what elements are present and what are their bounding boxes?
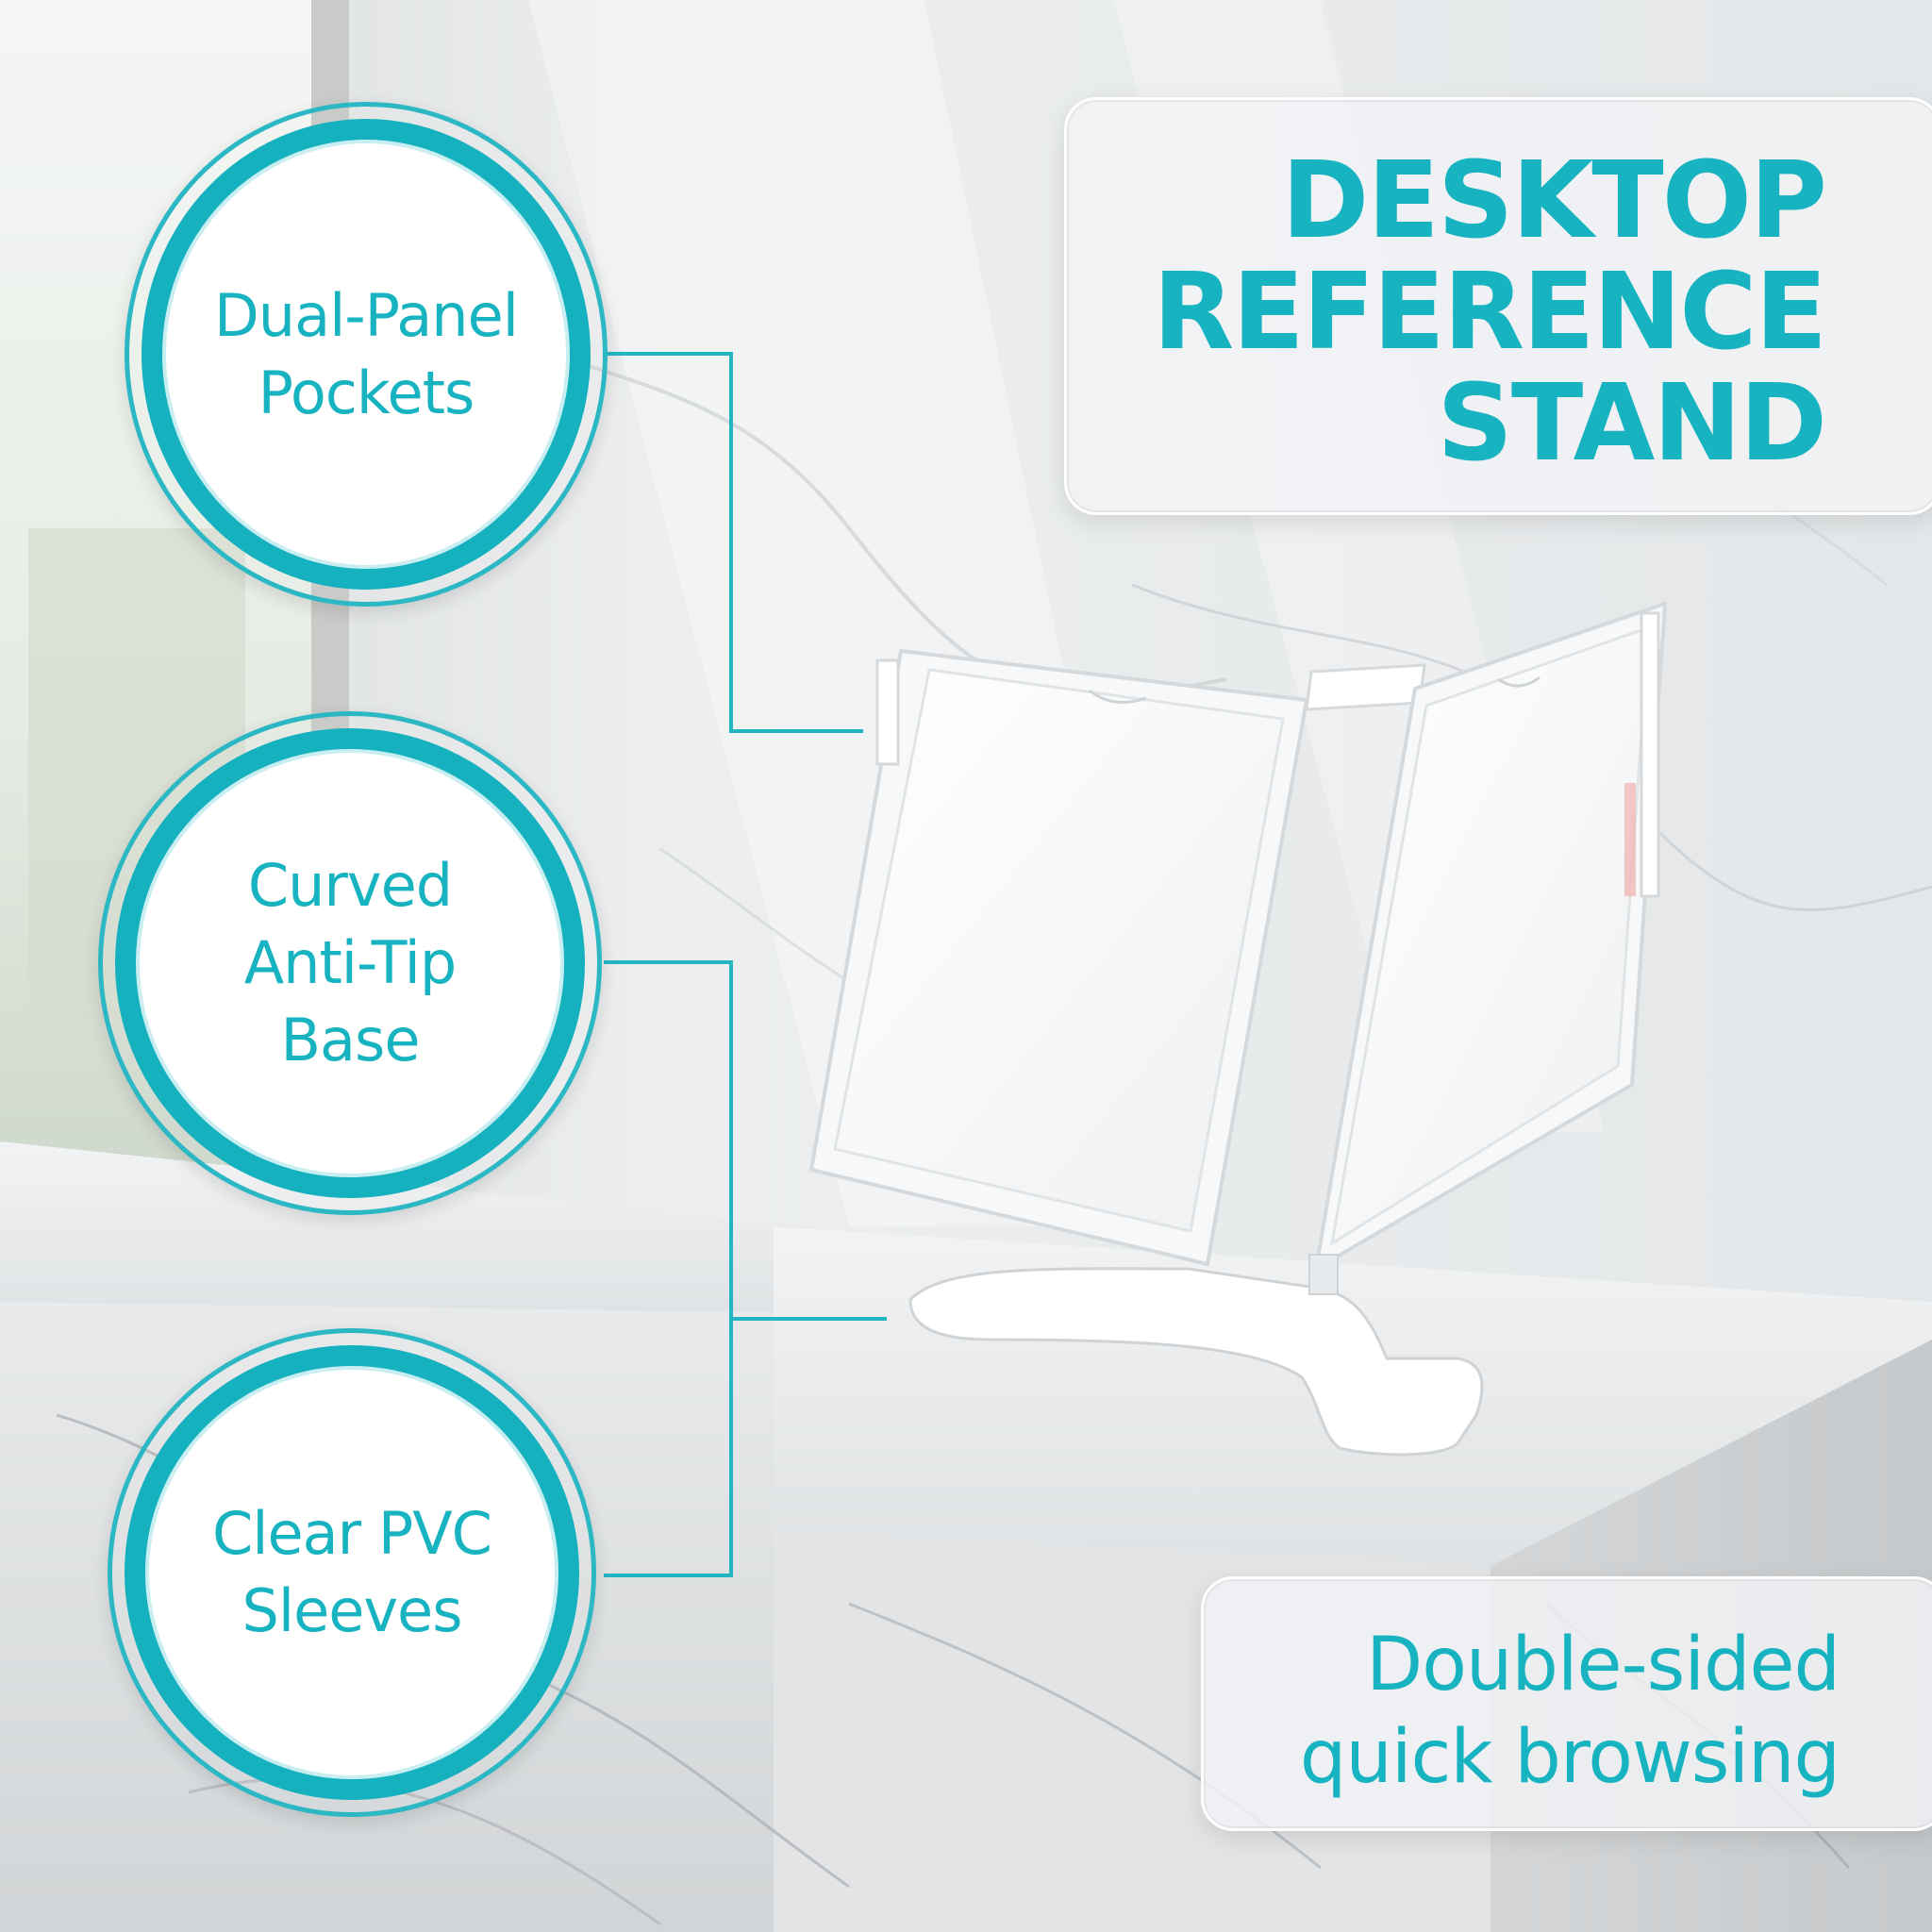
headline-line: REFERENCE (1153, 251, 1827, 374)
tagline: Double-sided quick browsing (1300, 1619, 1840, 1804)
headline-panel: DESKTOP REFERENCE STAND (1064, 97, 1932, 515)
page-title: DESKTOP REFERENCE STAND (1153, 140, 1827, 485)
feature-label-line: Sleeves (242, 1576, 462, 1645)
headline-line: DESKTOP (1281, 140, 1827, 262)
feature-label: Dual-Panel Pockets (177, 277, 554, 432)
feature-curved-anti-tip-base: Curved Anti-Tip Base (98, 711, 602, 1215)
feature-ring-outer (98, 711, 602, 1215)
feature-label-line: Dual-Panel (214, 280, 519, 350)
feature-label-line: Pockets (258, 358, 475, 427)
tagline-panel: Double-sided quick browsing (1201, 1576, 1932, 1831)
tagline-line: Double-sided (1366, 1623, 1840, 1707)
feature-label-line: Base (280, 1006, 421, 1074)
connector-lines (604, 352, 887, 1577)
reference-stand-product (808, 601, 1668, 1457)
feature-label-line: Anti-Tip (243, 928, 457, 997)
feature-ring-outer (125, 102, 608, 607)
feature-label-line: Clear PVC (212, 1499, 492, 1568)
tagline-line: quick browsing (1299, 1715, 1840, 1800)
feature-clear-pvc-sleeves: Clear PVC Sleeves (108, 1328, 596, 1817)
feature-label: Curved Anti-Tip Base (154, 847, 547, 1079)
feature-label: Clear PVC Sleeves (161, 1495, 542, 1650)
feature-ring-outer (108, 1328, 596, 1817)
headline-line: STAND (1437, 362, 1827, 485)
feature-label-line: Curved (247, 851, 453, 920)
feature-dual-panel-pockets: Dual-Panel Pockets (125, 102, 608, 607)
